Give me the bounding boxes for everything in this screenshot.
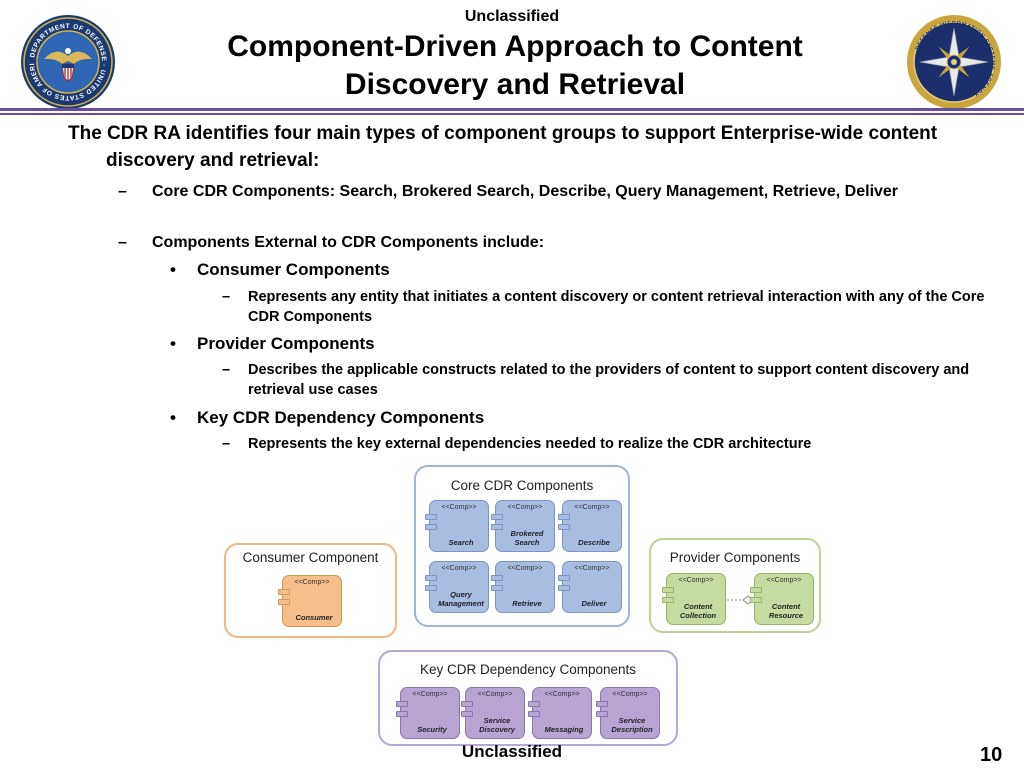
component-name: Content Resource: [768, 602, 804, 620]
component-describe: <<Comp>> Describe: [558, 500, 622, 552]
dash-marker: –: [222, 436, 231, 452]
bullet-marker: •: [170, 334, 176, 353]
header-rule-top: [0, 108, 1024, 111]
component-name: Content Collection: [679, 602, 717, 620]
component-name: Service Description: [611, 716, 653, 734]
component-name: Deliver: [581, 599, 607, 608]
component-brokered-search: <<Comp>> Brokered Search: [491, 500, 555, 552]
bullet-core-components: – Core CDR Components: Search, Brokered …: [118, 181, 1018, 202]
disa-seal-logo: DEFENSE INFORMATION SYSTEMS AGENCY: [907, 15, 1001, 109]
dependency-group: Key CDR Dependency Components <<Comp>> S…: [378, 650, 678, 746]
stereotype-label: <<Comp>>: [477, 691, 513, 698]
component-name: Service Discovery: [479, 716, 515, 734]
bullet-text: Core CDR Components: Search, Brokered Se…: [152, 183, 899, 200]
group-label: Core CDR Components: [450, 478, 594, 493]
dash-marker: –: [222, 289, 231, 305]
sub-bullet-title: Key CDR Dependency Components: [197, 408, 485, 427]
dod-seal-logo: DEPARTMENT OF DEFENSE · UNITED STATES OF…: [20, 14, 115, 109]
component-name: Describe: [578, 538, 610, 547]
component-name: Search: [448, 538, 474, 547]
stereotype-label: <<Comp>>: [574, 504, 610, 511]
group-label: Consumer Component: [242, 550, 379, 565]
dash-marker: –: [118, 183, 127, 200]
component-name: Consumer: [295, 613, 333, 622]
detail-text: Describes the applicable constructs rela…: [248, 362, 970, 398]
stereotype-label: <<Comp>>: [507, 565, 543, 572]
sub-bullet-title: Consumer Components: [197, 260, 390, 279]
stereotype-label: <<Comp>>: [441, 504, 477, 511]
provider-group: Provider Components <<Comp>> Content Col…: [649, 538, 821, 633]
classification-top: Unclassified: [464, 8, 560, 25]
component-service-description: <<Comp>> Service Description: [596, 687, 660, 739]
stereotype-label: <<Comp>>: [766, 577, 802, 584]
stereotype-label: <<Comp>>: [612, 691, 648, 698]
component-content-collection: <<Comp>> Content Collection: [662, 573, 726, 625]
title-line-2: Discovery and Retrieval: [344, 68, 686, 101]
core-cdr-group: Core CDR Components <<Comp>> Search <<Co…: [414, 465, 630, 627]
dash-marker: –: [118, 234, 127, 251]
stereotype-label: <<Comp>>: [574, 565, 610, 572]
stereotype-label: <<Comp>>: [441, 565, 477, 572]
component-name: Messaging: [544, 725, 584, 734]
component-messaging: <<Comp>> Messaging: [528, 687, 592, 739]
stereotype-label: <<Comp>>: [294, 579, 330, 586]
component-name: Query Management: [438, 590, 484, 608]
component-name: Retrieve: [512, 599, 542, 608]
title-line-1: Component-Driven Approach to Content: [227, 30, 803, 63]
detail-text: Represents the key external dependencies…: [248, 436, 812, 452]
component-consumer: <<Comp>> Consumer: [278, 575, 342, 627]
bullet-marker: •: [170, 408, 176, 427]
group-label: Provider Components: [669, 550, 801, 565]
stereotype-label: <<Comp>>: [678, 577, 714, 584]
sub-bullet-consumer: • Consumer Components: [170, 259, 970, 281]
component-security: <<Comp>> Security: [396, 687, 460, 739]
sub-bullet-title: Provider Components: [197, 334, 375, 353]
component-name: Security: [417, 725, 447, 734]
dash-marker: –: [222, 362, 231, 378]
slide-title: Component-Driven Approach to Content Dis…: [150, 28, 880, 104]
classification-bottom: Unclassified: [461, 742, 563, 761]
sub-bullet-dependency: • Key CDR Dependency Components: [170, 407, 970, 429]
consumer-group: Consumer Component <<Comp>> Consumer: [224, 543, 397, 638]
detail-consumer: – Represents any entity that initiates a…: [222, 287, 992, 327]
component-name: Brokered Search: [510, 529, 544, 547]
component-service-discovery: <<Comp>> Service Discovery: [461, 687, 525, 739]
page-number: 10: [980, 744, 1003, 766]
component-retrieve: <<Comp>> Retrieve: [491, 561, 555, 613]
group-label: Key CDR Dependency Components: [419, 662, 637, 677]
intro-paragraph: The CDR RA identifies four main types of…: [68, 123, 938, 171]
component-deliver: <<Comp>> Deliver: [558, 561, 622, 613]
stereotype-label: <<Comp>>: [507, 504, 543, 511]
sub-bullet-provider: • Provider Components: [170, 333, 970, 355]
stereotype-label: <<Comp>>: [412, 691, 448, 698]
component-search: <<Comp>> Search: [425, 500, 489, 552]
detail-provider: – Describes the applicable constructs re…: [222, 360, 992, 400]
detail-dependency: – Represents the key external dependenci…: [222, 434, 992, 454]
component-query-management: <<Comp>> Query Management: [425, 561, 489, 613]
component-content-resource: <<Comp>> Content Resource: [750, 573, 814, 625]
stereotype-label: <<Comp>>: [544, 691, 580, 698]
bullet-text: Components External to CDR Components in…: [152, 234, 545, 251]
bullet-external-components: – Components External to CDR Components …: [118, 232, 1018, 253]
header-rule-bottom: [0, 113, 1024, 115]
detail-text: Represents any entity that initiates a c…: [248, 289, 985, 325]
bullet-marker: •: [170, 260, 176, 279]
